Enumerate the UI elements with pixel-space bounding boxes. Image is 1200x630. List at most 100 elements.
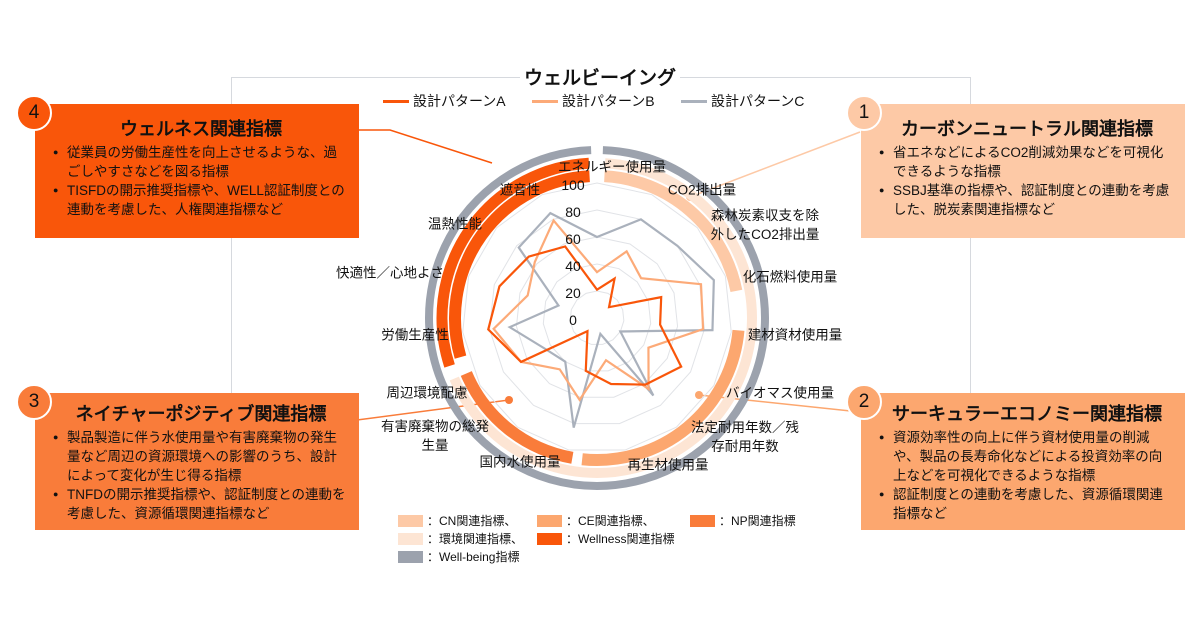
- bullet: SSBJ基準の指標や、認証制度との連動を考慮した、脱炭素関連指標など: [879, 181, 1175, 219]
- axis-label: 建材資材使用量: [748, 326, 843, 345]
- box-title: ウェルネス関連指標: [120, 119, 282, 139]
- cn-ring: [604, 170, 743, 293]
- axis-label-line: 遮音性: [499, 182, 541, 198]
- legend-swatch: [537, 532, 562, 545]
- series-設計パターンC: [507, 211, 715, 428]
- legend-label: 設計パターンC: [711, 93, 805, 109]
- axis-label-line: 化石燃料使用量: [742, 269, 838, 285]
- axis-label: 法定耐用年数／残存耐用年数: [691, 418, 799, 456]
- legend-series-c: 設計パターンC: [681, 91, 804, 111]
- legend-label: ：CE関連指標、: [566, 514, 655, 528]
- axis-label-line: 森林炭素収支を除: [710, 208, 819, 223]
- bullet: 製品製造に伴う水使用量や有害廃棄物の発生量など周辺の資源環境への影響のうち、設計…: [53, 428, 349, 485]
- axis-label-line: 生量: [421, 438, 449, 453]
- badge-1: 1: [846, 95, 882, 131]
- axis-label-line: 温熱性能: [428, 216, 482, 232]
- wellness-ring-inner: [449, 170, 590, 359]
- badge-3: 3: [16, 384, 52, 420]
- bullet: 従業員の労働生産性を向上させるような、過ごしやすさなどを図る指標: [53, 143, 349, 181]
- axis-label-line: 労働生産性: [381, 327, 449, 343]
- axis-label: 化石燃料使用量: [743, 268, 838, 287]
- tick-label: 100: [561, 177, 585, 193]
- axis-label-line: 国内水使用量: [479, 454, 561, 470]
- axis-label-line: エネルギー使用量: [558, 159, 666, 175]
- legend-wellbeing: ：Well-being指標: [398, 548, 519, 565]
- axis-label: CO2排出量: [668, 181, 736, 200]
- axis-label: 温熱性能: [428, 215, 482, 234]
- axis-label-line: CO2排出量: [667, 182, 737, 198]
- badge-4: 4: [16, 95, 52, 131]
- legend-label: 設計パターンA: [413, 93, 506, 109]
- axis-label-line: 法定耐用年数／残: [691, 420, 799, 435]
- legend-swatch: [383, 99, 409, 103]
- legend-label: 設計パターンB: [562, 93, 655, 109]
- bullet: TISFDの開示推奨指標や、WELL認証制度との連動を考慮した、人権関連指標など: [53, 181, 349, 219]
- axis-label: 労働生産性: [381, 326, 449, 345]
- axis-label: 快適性／心地よさ: [336, 264, 444, 283]
- tick-label: 20: [565, 285, 581, 301]
- wellness-indicator-box: ウェルネス関連指標 従業員の労働生産性を向上させるような、過ごしやすさなどを図る…: [35, 104, 359, 238]
- ce-indicator-box: サーキュラーエコノミー関連指標 資源効率性の向上に伴う資材使用量の削減や、製品の…: [861, 393, 1185, 530]
- ce-ring: [581, 329, 745, 466]
- box-title: サーキュラーエコノミー関連指標: [892, 404, 1162, 424]
- legend-env: ：環境関連指標、: [398, 530, 523, 547]
- legend-swatch: [398, 550, 423, 563]
- axis-label-line: 有害廃棄物の総発: [381, 419, 489, 434]
- tick-label: 0: [569, 312, 577, 328]
- axis-label-line: 建材資材使用量: [747, 327, 843, 343]
- wellbeing-ring: [425, 146, 769, 490]
- environment-ring: [449, 158, 757, 478]
- connector-dot: [505, 396, 513, 404]
- legend-ce: ：CE関連指標、: [537, 512, 655, 529]
- badge-2: 2: [846, 384, 882, 420]
- legend-label: ：CN関連指標、: [427, 514, 517, 528]
- legend-swatch: [690, 514, 715, 527]
- connector-wellness: [357, 129, 493, 164]
- legend-cn: ：CN関連指標、: [398, 512, 516, 529]
- legend-label: ：環境関連指標、: [427, 532, 524, 546]
- grid-ring: [462, 182, 732, 451]
- tick-label: 40: [565, 258, 581, 274]
- axis-label: 有害廃棄物の総発生量: [381, 417, 489, 455]
- axis-label: 周辺環境配慮: [387, 384, 468, 403]
- legend-swatch: [537, 514, 562, 527]
- legend-swatch: [398, 514, 423, 527]
- wellness-ring-outer: [436, 157, 590, 368]
- axis-label-line: 外したCO2排出量: [710, 227, 820, 242]
- legend-wellness: ：Wellness関連指標: [537, 530, 674, 547]
- axis-label: バイオマス使用量: [726, 384, 834, 403]
- series-設計パターンA: [487, 245, 683, 386]
- axis-label: 国内水使用量: [480, 453, 561, 472]
- cn-indicator-box: カーボンニュートラル関連指標 省エネなどによるCO2削減効果などを可視化できるよ…: [861, 104, 1185, 238]
- legend-label: ：NP関連指標: [719, 514, 796, 528]
- bullet: TNFDの開示推奨指標や、認証制度との連動を考慮した、資源循環関連指標など: [53, 485, 349, 523]
- legend-label: ：Well-being指標: [427, 550, 520, 564]
- grid-ring: [489, 209, 705, 425]
- legend-series-a: 設計パターンA: [383, 91, 506, 111]
- tick-label: 60: [565, 231, 581, 247]
- connector-cn: [689, 131, 861, 198]
- tick-label: 80: [565, 204, 581, 220]
- axis-label-line: 周辺環境配慮: [386, 385, 468, 401]
- np-indicator-box: ネイチャーポジティブ関連指標 製品製造に伴う水使用量や有害廃棄物の発生量など周辺…: [35, 393, 359, 530]
- legend-series-b: 設計パターンB: [532, 91, 655, 111]
- bullet: 認証制度との連動を考慮した、資源循環関連指標など: [879, 485, 1175, 523]
- grid-ring: [542, 263, 652, 372]
- axis-label-line: 再生材使用量: [627, 457, 709, 473]
- box-title: カーボンニュートラル関連指標: [901, 119, 1153, 139]
- bullet: 資源効率性の向上に伴う資材使用量の削減や、製品の長寿命化などによる投資効率の向上…: [879, 428, 1175, 485]
- axis-label: 遮音性: [500, 181, 541, 200]
- axis-label-line: バイオマス使用量: [726, 385, 834, 401]
- series-設計パターンB: [492, 218, 705, 402]
- legend-swatch: [532, 99, 558, 103]
- box-title: ネイチャーポジティブ関連指標: [75, 404, 327, 424]
- chart-title: ウェルビーイング: [520, 63, 680, 90]
- legend-swatch: [681, 99, 707, 103]
- bullet: 省エネなどによるCO2削減効果などを可視化できるような指標: [879, 143, 1175, 181]
- axis-label-line: 存耐用年数: [711, 439, 779, 454]
- grid-ring: [515, 236, 679, 398]
- axis-label-line: 快適性／心地よさ: [336, 265, 444, 281]
- axis-label: 森林炭素収支を除外したCO2排出量: [711, 206, 820, 244]
- np-ring: [460, 371, 574, 464]
